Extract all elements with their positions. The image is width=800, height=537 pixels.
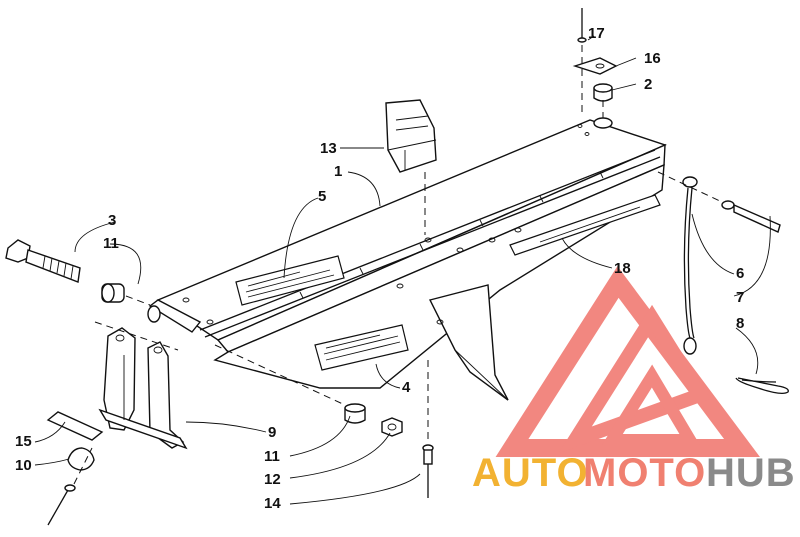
callout-15: 15 bbox=[15, 433, 32, 450]
watermark-logo bbox=[495, 266, 760, 457]
callout-6: 6 bbox=[736, 265, 744, 282]
callout-9: 9 bbox=[268, 424, 276, 441]
callout-3: 3 bbox=[108, 212, 116, 229]
watermark-moto: MOTO bbox=[583, 451, 706, 495]
callout-5: 5 bbox=[318, 188, 326, 205]
bushing-11-right bbox=[344, 403, 366, 424]
callout-10: 10 bbox=[15, 457, 32, 474]
callout-14: 14 bbox=[264, 495, 281, 512]
grommet-2 bbox=[593, 83, 613, 118]
watermark-auto: AUTO bbox=[472, 451, 589, 495]
warning-decal-5 bbox=[235, 255, 345, 306]
bolt-17 bbox=[577, 8, 587, 115]
callout-18: 18 bbox=[614, 260, 631, 277]
callout-11-right: 11 bbox=[264, 448, 280, 465]
latch-10 bbox=[47, 447, 95, 526]
nut-12 bbox=[381, 417, 403, 437]
cable-6 bbox=[682, 176, 698, 355]
callout-2: 2 bbox=[644, 76, 652, 93]
hairpin-8 bbox=[735, 377, 789, 394]
callout-4: 4 bbox=[402, 379, 411, 396]
watermark-text: AUTO MOTO HUB bbox=[472, 451, 796, 495]
spacer-tube bbox=[147, 299, 202, 333]
hitch-bracket-9 bbox=[98, 327, 188, 450]
pin-7 bbox=[657, 171, 781, 233]
washer-16 bbox=[572, 57, 618, 75]
rivet-14 bbox=[422, 360, 434, 498]
callout-11-left: 11 bbox=[103, 235, 119, 252]
callout-12: 12 bbox=[264, 471, 281, 488]
callout-17: 17 bbox=[588, 25, 605, 42]
callout-7: 7 bbox=[736, 289, 744, 306]
leader-lines bbox=[34, 35, 771, 505]
callout-labels: 17 16 2 13 1 5 3 11 18 6 7 8 4 9 15 11 1… bbox=[15, 25, 744, 512]
pad-15 bbox=[46, 411, 104, 441]
bushing-11-left bbox=[101, 283, 125, 303]
warning-decal-4 bbox=[314, 324, 409, 371]
callout-16: 16 bbox=[644, 50, 661, 67]
bolt-3 bbox=[5, 239, 81, 283]
callout-1: 1 bbox=[334, 163, 342, 180]
clip-13 bbox=[385, 99, 437, 235]
watermark-hub: HUB bbox=[706, 451, 796, 495]
callout-8: 8 bbox=[736, 315, 744, 332]
callout-13: 13 bbox=[320, 140, 337, 157]
